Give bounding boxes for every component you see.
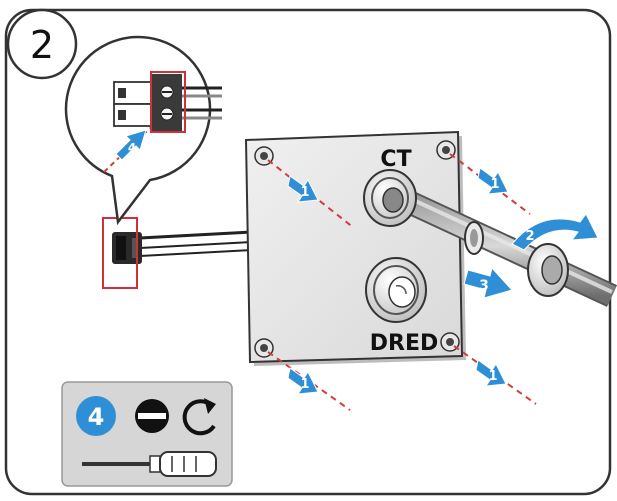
unscrew-arrow-label: 2 [525, 229, 534, 244]
remove-screw-arrow-tl: 1 [287, 175, 319, 203]
ct-cable [390, 185, 617, 307]
unscrew-nut-arrow-2: 2 [511, 213, 599, 251]
slide-arrow-label: 3 [479, 278, 489, 294]
magnified-terminal [113, 74, 222, 132]
tool-box: 4 [61, 381, 233, 487]
arrow-br-label: 1 [488, 369, 497, 384]
slide-ring-arrow-3: 3 [463, 266, 513, 299]
loose-nut [527, 243, 569, 297]
terminal-highlight-frame [150, 71, 186, 133]
insert-arrow-label: 4 [128, 141, 136, 155]
dred-port-label: DRED [370, 331, 439, 356]
step-badge: 2 [6, 8, 78, 80]
slotted-screw-icon [135, 399, 169, 433]
arrow-tl-label: 1 [300, 185, 309, 200]
sealing-ring [464, 221, 484, 255]
ct-port-label: CT [380, 147, 411, 172]
terminal-connector [112, 232, 142, 264]
insert-arrow-4: 4 [103, 127, 151, 173]
screwdriver-icon [82, 451, 217, 477]
signal-wires [139, 230, 253, 257]
dred-cable-gland [365, 257, 427, 323]
step-number: 2 [30, 23, 54, 67]
tool-step-badge [76, 396, 116, 436]
remove-screw-arrow-br: 1 [475, 359, 507, 387]
remove-screw-arrow-bl: 1 [287, 367, 319, 395]
tool-step-number: 4 [88, 403, 105, 431]
arrow-bl-label: 1 [300, 377, 309, 392]
arrow-tr-label: 1 [490, 177, 499, 192]
rotate-clockwise-icon [182, 398, 216, 436]
dash-br [453, 345, 537, 405]
ct-cable-gland [363, 169, 417, 227]
remove-screw-arrow-tr: 1 [477, 167, 509, 195]
dash-bl [267, 351, 351, 411]
dash-tl [267, 159, 355, 229]
